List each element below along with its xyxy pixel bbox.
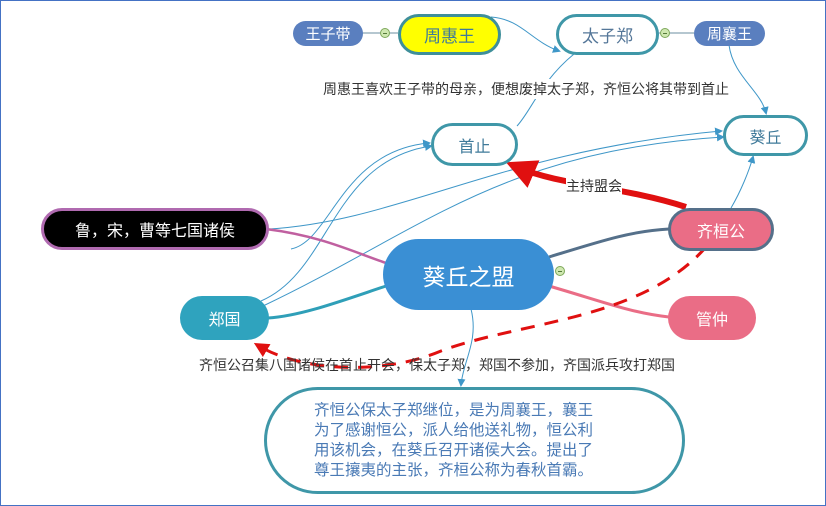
node-zhouhuiwang[interactable]: 周惠王	[398, 14, 501, 55]
node-qihuangong[interactable]: 齐桓公	[668, 208, 774, 251]
collapse-toggle-icon[interactable]	[660, 28, 670, 38]
node-label: 周惠王	[424, 27, 475, 47]
node-label: 葵丘	[749, 127, 782, 147]
node-label: 鲁，宋，曹等七国诸侯	[74, 221, 235, 240]
attack-dashed-arrow	[253, 246, 708, 369]
arrow-lu-shouzhi	[290, 139, 431, 250]
node-label: 首止	[458, 136, 491, 156]
note-top: 周惠王喜欢王子带的母亲，便想废掉太子郑，齐恒公将其带到首止	[323, 79, 729, 99]
branch-zheng	[267, 284, 387, 320]
summary-box[interactable]: 齐恒公保太子郑继位，是为周襄王，襄王 为了感谢恒公，派人给他送礼物，恒公利 用该…	[264, 387, 685, 494]
collapse-toggle-icon[interactable]	[555, 266, 565, 276]
arrow-qi-kuiqiu	[730, 155, 756, 209]
branch-lu	[265, 227, 387, 265]
node-zhouxiangwang[interactable]: 周襄王	[694, 21, 765, 46]
summary-line: 齐恒公保太子郑继位，是为周襄王，襄王	[314, 401, 594, 419]
node-guanzhong[interactable]: 管仲	[668, 296, 756, 340]
arrow-zheng-shouzhi	[260, 142, 433, 302]
node-label: 齐桓公	[696, 221, 745, 241]
summary-line: 尊王攘夷的主张，齐桓公称为春秋首霸。	[314, 461, 594, 479]
arrow-lu-kuiqiu	[268, 127, 723, 230]
node-lu-song-cao[interactable]: 鲁，宋，曹等七国诸侯	[41, 208, 269, 250]
arrow-huiwang-taizi	[490, 16, 561, 53]
node-center-topic[interactable]: 葵丘之盟	[383, 239, 554, 310]
node-label: 管仲	[695, 310, 728, 329]
node-shouzhi[interactable]: 首止	[431, 123, 518, 166]
node-label: 王子带	[305, 25, 351, 43]
node-wangzidai[interactable]: 王子带	[293, 21, 363, 46]
summary-line: 用该机会，在葵丘召开诸侯大会。提出了	[314, 441, 594, 459]
branch-qi	[548, 227, 670, 259]
label-host: 主持盟会	[566, 176, 622, 196]
node-kuiqiu[interactable]: 葵丘	[723, 115, 808, 156]
node-label: 太子郑	[582, 27, 633, 47]
branch-guanzhong	[548, 284, 670, 319]
node-zhengguo[interactable]: 郑国	[180, 296, 269, 340]
arrow-xiangwang-kuiqiu	[728, 44, 769, 115]
connector-center-summary	[457, 308, 474, 387]
arrow-zheng-kuiqiu	[262, 133, 725, 307]
note-middle: 齐恒公召集八国诸侯在首止开会，保太子郑，郑国不参加，齐国派兵攻打郑国	[199, 358, 675, 374]
node-label: 葵丘之盟	[422, 264, 515, 291]
summary-line: 为了感谢恒公，派人给他送礼物，恒公利	[314, 421, 594, 439]
node-label: 周襄王	[706, 25, 752, 43]
node-taizizheng[interactable]: 太子郑	[556, 14, 659, 55]
collapse-toggle-icon[interactable]	[380, 28, 390, 38]
node-label: 郑国	[208, 310, 241, 329]
